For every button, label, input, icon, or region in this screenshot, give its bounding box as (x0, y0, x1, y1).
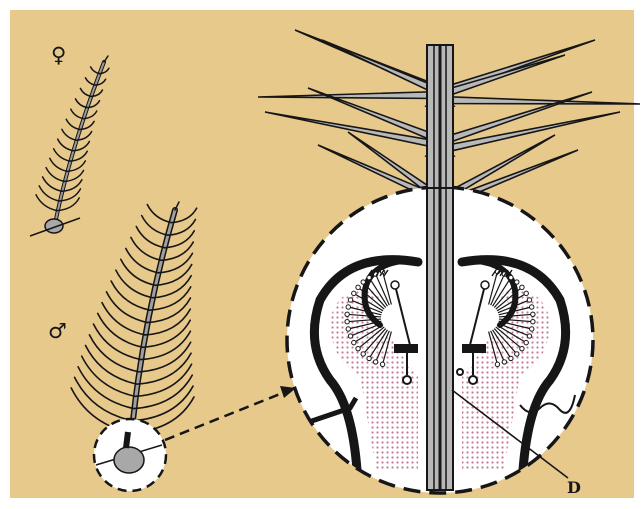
scolopidium-cell (530, 305, 534, 309)
scolopidium-cell (515, 352, 519, 356)
scolopidium-cell (531, 312, 535, 316)
scolopidium-cell (380, 362, 384, 366)
scolopidium-cell (520, 285, 524, 289)
male-antenna-base (114, 447, 144, 473)
scolopidium-cell (509, 356, 513, 360)
scolopidium-cell (348, 298, 352, 302)
scolopidium-cell (352, 291, 356, 295)
scolopidium-cell (348, 334, 352, 338)
scolopidium-cell (373, 360, 377, 364)
male-antenna-stalk (126, 432, 128, 448)
scolopidium-cell (515, 280, 519, 284)
scolopidium-cell (345, 312, 349, 316)
scolopidium-cell (527, 334, 531, 338)
scolopidium-cell (524, 291, 528, 295)
prong-joint (481, 281, 489, 289)
scolopidium-cell (495, 362, 499, 366)
scolopidium-cell (509, 275, 513, 279)
scolopidium-cell (524, 340, 528, 344)
scolopidium-cell (520, 346, 524, 350)
scolopidium-cell (531, 319, 535, 323)
scolopidium-cell (367, 275, 371, 279)
scolopidium-cell (346, 327, 350, 331)
male-symbol: ♂ (48, 319, 67, 343)
flagellum-shaft (427, 45, 453, 490)
scolopidium-cell (367, 356, 371, 360)
scolopidium-cell (346, 305, 350, 309)
scolopidium-cell (352, 340, 356, 344)
female-antenna-base (45, 219, 63, 233)
prong-joint (391, 281, 399, 289)
scolopidium-cell (345, 319, 349, 323)
scolopidium-cell (527, 298, 531, 302)
female-symbol: ♀ (51, 43, 66, 67)
scolopidium-cell (356, 346, 360, 350)
scolopidium-cell (361, 280, 365, 284)
scolopidium-cell (361, 352, 365, 356)
scolopidium-cell (530, 327, 534, 331)
scolopidium-cell (502, 360, 506, 364)
callout-label: D (567, 478, 581, 497)
scolopidium-cell (356, 285, 360, 289)
